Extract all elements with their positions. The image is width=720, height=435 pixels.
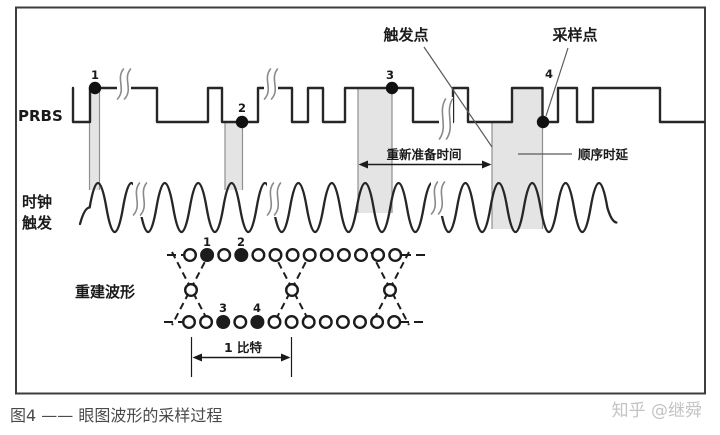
eye-dot [199, 315, 214, 330]
rearm-time-measure: 重新准备时间 [358, 147, 492, 169]
eye-dot [319, 247, 334, 262]
arrow-left-icon [192, 353, 202, 362]
diagram-border [15, 6, 706, 395]
eye-number-4: 4 [253, 301, 261, 315]
delay-band-4 [492, 89, 543, 229]
figure-caption: 图4 —— 眼图波形的采样过程 [10, 406, 222, 425]
trigger-point-line [423, 46, 493, 148]
clock-waveform [78, 182, 618, 233]
clock-signal-label-line1: 时钟 [22, 193, 52, 211]
sample-dot-3 [385, 81, 399, 95]
eye-dot [301, 315, 316, 330]
eye-dot [318, 315, 333, 330]
eye-dot [335, 315, 350, 330]
eye-diagram-samples [181, 247, 403, 330]
eye-number-3: 3 [219, 301, 227, 315]
eye-crossing-dot [183, 283, 198, 298]
eye-sample-dot [250, 315, 265, 330]
sample-number-2: 2 [238, 101, 246, 115]
eye-dot [267, 315, 282, 330]
one-bit-measure: 1 比特 [190, 337, 293, 377]
prbs-signal-label: PRBS [18, 107, 63, 125]
delay-band-3 [358, 89, 392, 213]
delay-band-edges [88, 89, 544, 229]
delay-bands [88, 89, 544, 229]
eye-crossing-dot [285, 283, 300, 298]
eye-sample-dot [216, 315, 231, 330]
prbs-waveform [71, 86, 706, 124]
sample-number-1: 1 [91, 68, 99, 82]
watermark: 知乎 @继舜 [612, 401, 702, 421]
eye-dot [388, 247, 403, 262]
eye-dot [268, 247, 283, 262]
sample-dot-2 [235, 115, 249, 129]
eye-dot [182, 247, 197, 262]
one-bit-label: 1 比特 [224, 340, 263, 355]
sample-point-line [545, 47, 569, 117]
rearm-time-label: 重新准备时间 [386, 147, 461, 162]
sample-number-4: 4 [545, 67, 553, 81]
eye-number-2: 2 [237, 235, 245, 249]
sample-number-3: 3 [386, 68, 394, 82]
sample-point-label: 采样点 [551, 26, 597, 44]
eye-dot [233, 315, 248, 330]
eye-sample-numbers: 1 2 3 4 [203, 235, 261, 315]
eye-dot [251, 247, 266, 262]
prbs-sample-dots [88, 81, 550, 129]
eye-dot [387, 315, 402, 330]
sample-dot-1 [88, 81, 102, 95]
eye-dot [181, 315, 196, 330]
sequential-delay-callout: 顺序时延 [518, 147, 629, 162]
trigger-point-label: 触发点 [383, 26, 428, 44]
arrow-right-icon [281, 353, 291, 362]
clock-signal-label-line2: 触发 [22, 214, 53, 232]
arrow-right-icon [482, 160, 492, 169]
eye-dot [284, 315, 299, 330]
eye-dot [370, 315, 385, 330]
eye-dot [336, 247, 351, 262]
eye-dot [217, 247, 232, 262]
eye-dot [285, 247, 300, 262]
eye-sample-dot [200, 247, 215, 262]
delay-band-1 [89, 89, 100, 190]
eye-dot [371, 247, 386, 262]
sequential-delay-label: 顺序时延 [578, 147, 629, 162]
delay-band-2 [225, 123, 243, 190]
eye-dot [354, 247, 369, 262]
waveform-break-icons [116, 67, 454, 217]
sample-dot-4 [536, 115, 550, 129]
eye-sample-dot [234, 247, 249, 262]
eye-dot [353, 315, 368, 330]
arrow-left-icon [358, 160, 368, 169]
eye-crossing-dot [383, 283, 398, 298]
prbs-sample-numbers: 1 2 3 4 [91, 67, 553, 115]
eye-number-1: 1 [203, 235, 211, 249]
eye-dot [302, 247, 317, 262]
trigger-point-callout: 触发点 [383, 26, 493, 148]
reconstructed-waveform-label: 重建波形 [75, 283, 135, 301]
sample-point-callout: 采样点 [545, 26, 598, 117]
